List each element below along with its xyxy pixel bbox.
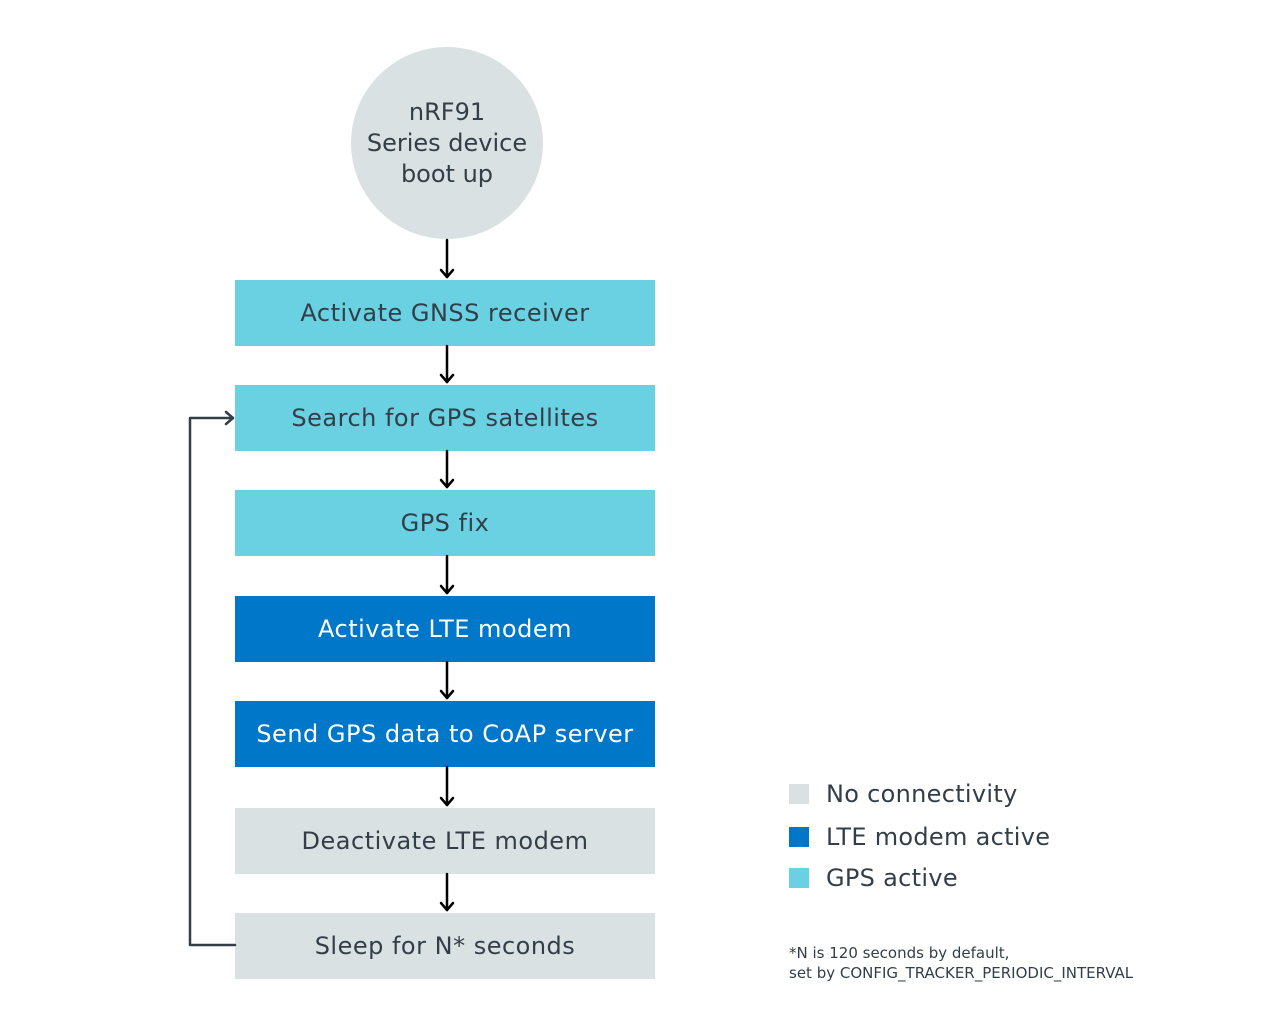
legend-item-lte-modem-active: LTE modem active xyxy=(789,823,1050,851)
legend-label-lte-modem-active: LTE modem active xyxy=(826,823,1051,851)
footnote-line-1: *N is 120 seconds by default, xyxy=(789,944,1010,962)
step-gps-fix: GPS fix xyxy=(235,490,655,556)
loop-back-arrow xyxy=(188,410,237,947)
step-activate-gnss-receiver: Activate GNSS receiver xyxy=(235,280,655,346)
start-node-line-3: boot up xyxy=(400,159,494,188)
step-sleep: Sleep for N* seconds xyxy=(235,913,655,979)
step-deactivate-lte-modem: Deactivate LTE modem xyxy=(235,808,655,874)
step-send-gps-data: Send GPS data to CoAP server xyxy=(235,701,655,767)
step-activate-lte-modem: Activate LTE modem xyxy=(235,596,655,662)
arrow-gnss-to-search xyxy=(439,344,455,384)
step-search-gps-satellites: Search for GPS satellites xyxy=(235,385,655,451)
legend-item-no-connectivity: No connectivity xyxy=(789,780,1018,808)
legend-item-gps-active: GPS active xyxy=(789,864,958,892)
footnote-line-2: set by CONFIG_TRACKER_PERIODIC_INTERVAL xyxy=(789,964,1134,982)
legend-swatch-no-connectivity xyxy=(789,784,809,804)
arrow-lte-to-send xyxy=(439,660,455,700)
start-node-boot-up: nRF91 Series device boot up xyxy=(351,47,543,239)
arrow-fix-to-lte xyxy=(439,554,455,595)
legend-swatch-lte-modem-active xyxy=(789,827,809,847)
legend-label-gps-active: GPS active xyxy=(826,864,958,892)
start-node-line-2: Series device xyxy=(366,128,528,157)
footnote: *N is 120 seconds by default, set by CON… xyxy=(789,943,1133,983)
start-node-line-1: nRF91 xyxy=(408,97,486,126)
legend-swatch-gps-active xyxy=(789,868,809,888)
arrow-boot-to-gnss xyxy=(439,238,455,279)
arrow-search-to-fix xyxy=(439,449,455,489)
legend-label-no-connectivity: No connectivity xyxy=(826,780,1018,808)
arrow-send-to-deactivate xyxy=(439,765,455,807)
arrow-deactivate-to-sleep xyxy=(439,872,455,912)
